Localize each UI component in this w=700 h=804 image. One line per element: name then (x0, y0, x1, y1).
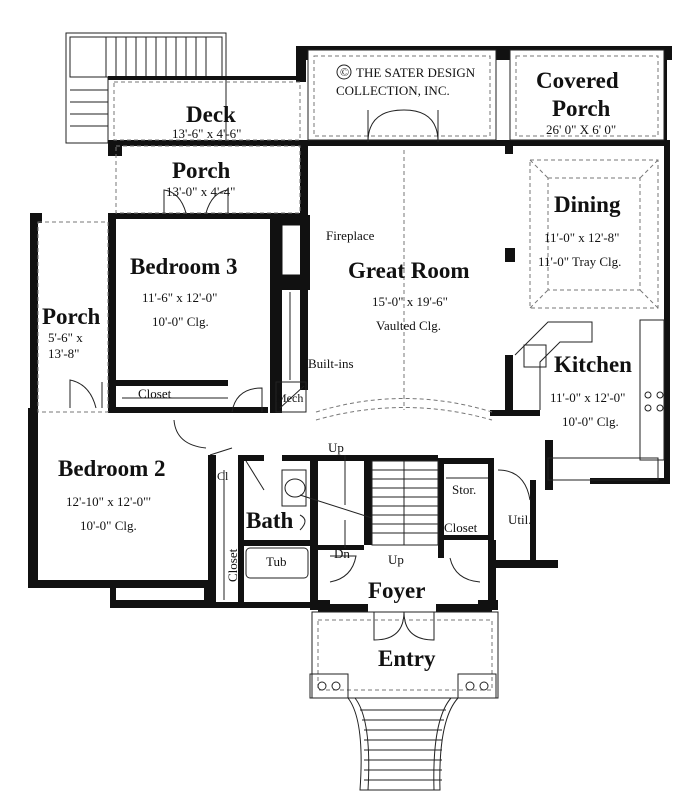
kitchen-name: Kitchen (554, 352, 632, 377)
deck-dims: 13'-6" x 4'-6" (172, 126, 241, 141)
closet-b2-label: Closet (225, 548, 240, 582)
mech-label: Mech (276, 391, 303, 405)
copyright-line2: COLLECTION, INC. (336, 83, 450, 98)
porch-top-dims: 13'-0" x 4'-4" (166, 184, 235, 199)
bedroom2-ceiling: 10'-0" Clg. (80, 518, 137, 533)
bedroom2-name: Bedroom 2 (58, 456, 166, 481)
great-room-name: Great Room (348, 258, 470, 283)
porch-left-dims2: 13'-8" (48, 346, 79, 361)
foyer-name: Foyer (368, 578, 425, 603)
great-room-dims: 15'-0" x 19'-6" (372, 294, 448, 309)
dining-dims: 11'-0" x 12'-8" (544, 230, 619, 245)
room-labels: Deck 13'-6" x 4'-6" Covered Porch 26' 0"… (42, 68, 632, 671)
kitchen-dims: 11'-0" x 12'-0" (550, 390, 625, 405)
util-label: Util. (508, 512, 531, 527)
kitchen-ceiling: 10'-0" Clg. (562, 414, 619, 429)
covered-porch-name1: Covered (536, 68, 619, 93)
covered-porch-name2: Porch (552, 96, 611, 121)
bedroom3-name: Bedroom 3 (130, 254, 238, 279)
great-room-ceiling: Vaulted Clg. (376, 318, 441, 333)
entry-name: Entry (378, 646, 436, 671)
bedroom2-dims: 12'-10" x 12'-0"' (66, 494, 151, 509)
porch-left-name: Porch (42, 304, 101, 329)
up-bottom-label: Up (388, 552, 404, 567)
entry-porch (309, 611, 499, 791)
cl-label: Cl (217, 469, 229, 483)
exterior-walls (28, 46, 672, 612)
copyright-line1: THE SATER DESIGN (356, 65, 476, 80)
dining-name: Dining (554, 192, 621, 217)
porch-top-name: Porch (172, 158, 231, 183)
dining-ceiling: 11'-0" Tray Clg. (538, 254, 621, 269)
closet-b3-label: Closet (138, 386, 172, 401)
small-labels: Fireplace Built-ins Closet Mech Cl Close… (138, 228, 531, 582)
copyright-symbol: © (340, 65, 349, 79)
bedroom3-ceiling: 10'-0" Clg. (152, 314, 209, 329)
copyright-notice: © THE SATER DESIGN COLLECTION, INC. (336, 64, 476, 98)
up-top-label: Up (328, 440, 344, 455)
tub-label: Tub (266, 554, 286, 569)
covered-porch-dims: 26' 0" X 6' 0" (546, 122, 616, 137)
builtins-label: Built-ins (308, 356, 354, 371)
bedroom3-dims: 11'-6" x 12'-0" (142, 290, 217, 305)
deck-name: Deck (186, 102, 236, 127)
porch-left-dims1: 5'-6" x (48, 330, 83, 345)
closet-foyer-label: Closet (444, 520, 478, 535)
fireplace-label: Fireplace (326, 228, 375, 243)
plan-details (37, 49, 665, 641)
dn-label: Dn (334, 546, 350, 561)
stor-label: Stor. (452, 482, 476, 497)
bath-name: Bath (246, 508, 294, 533)
